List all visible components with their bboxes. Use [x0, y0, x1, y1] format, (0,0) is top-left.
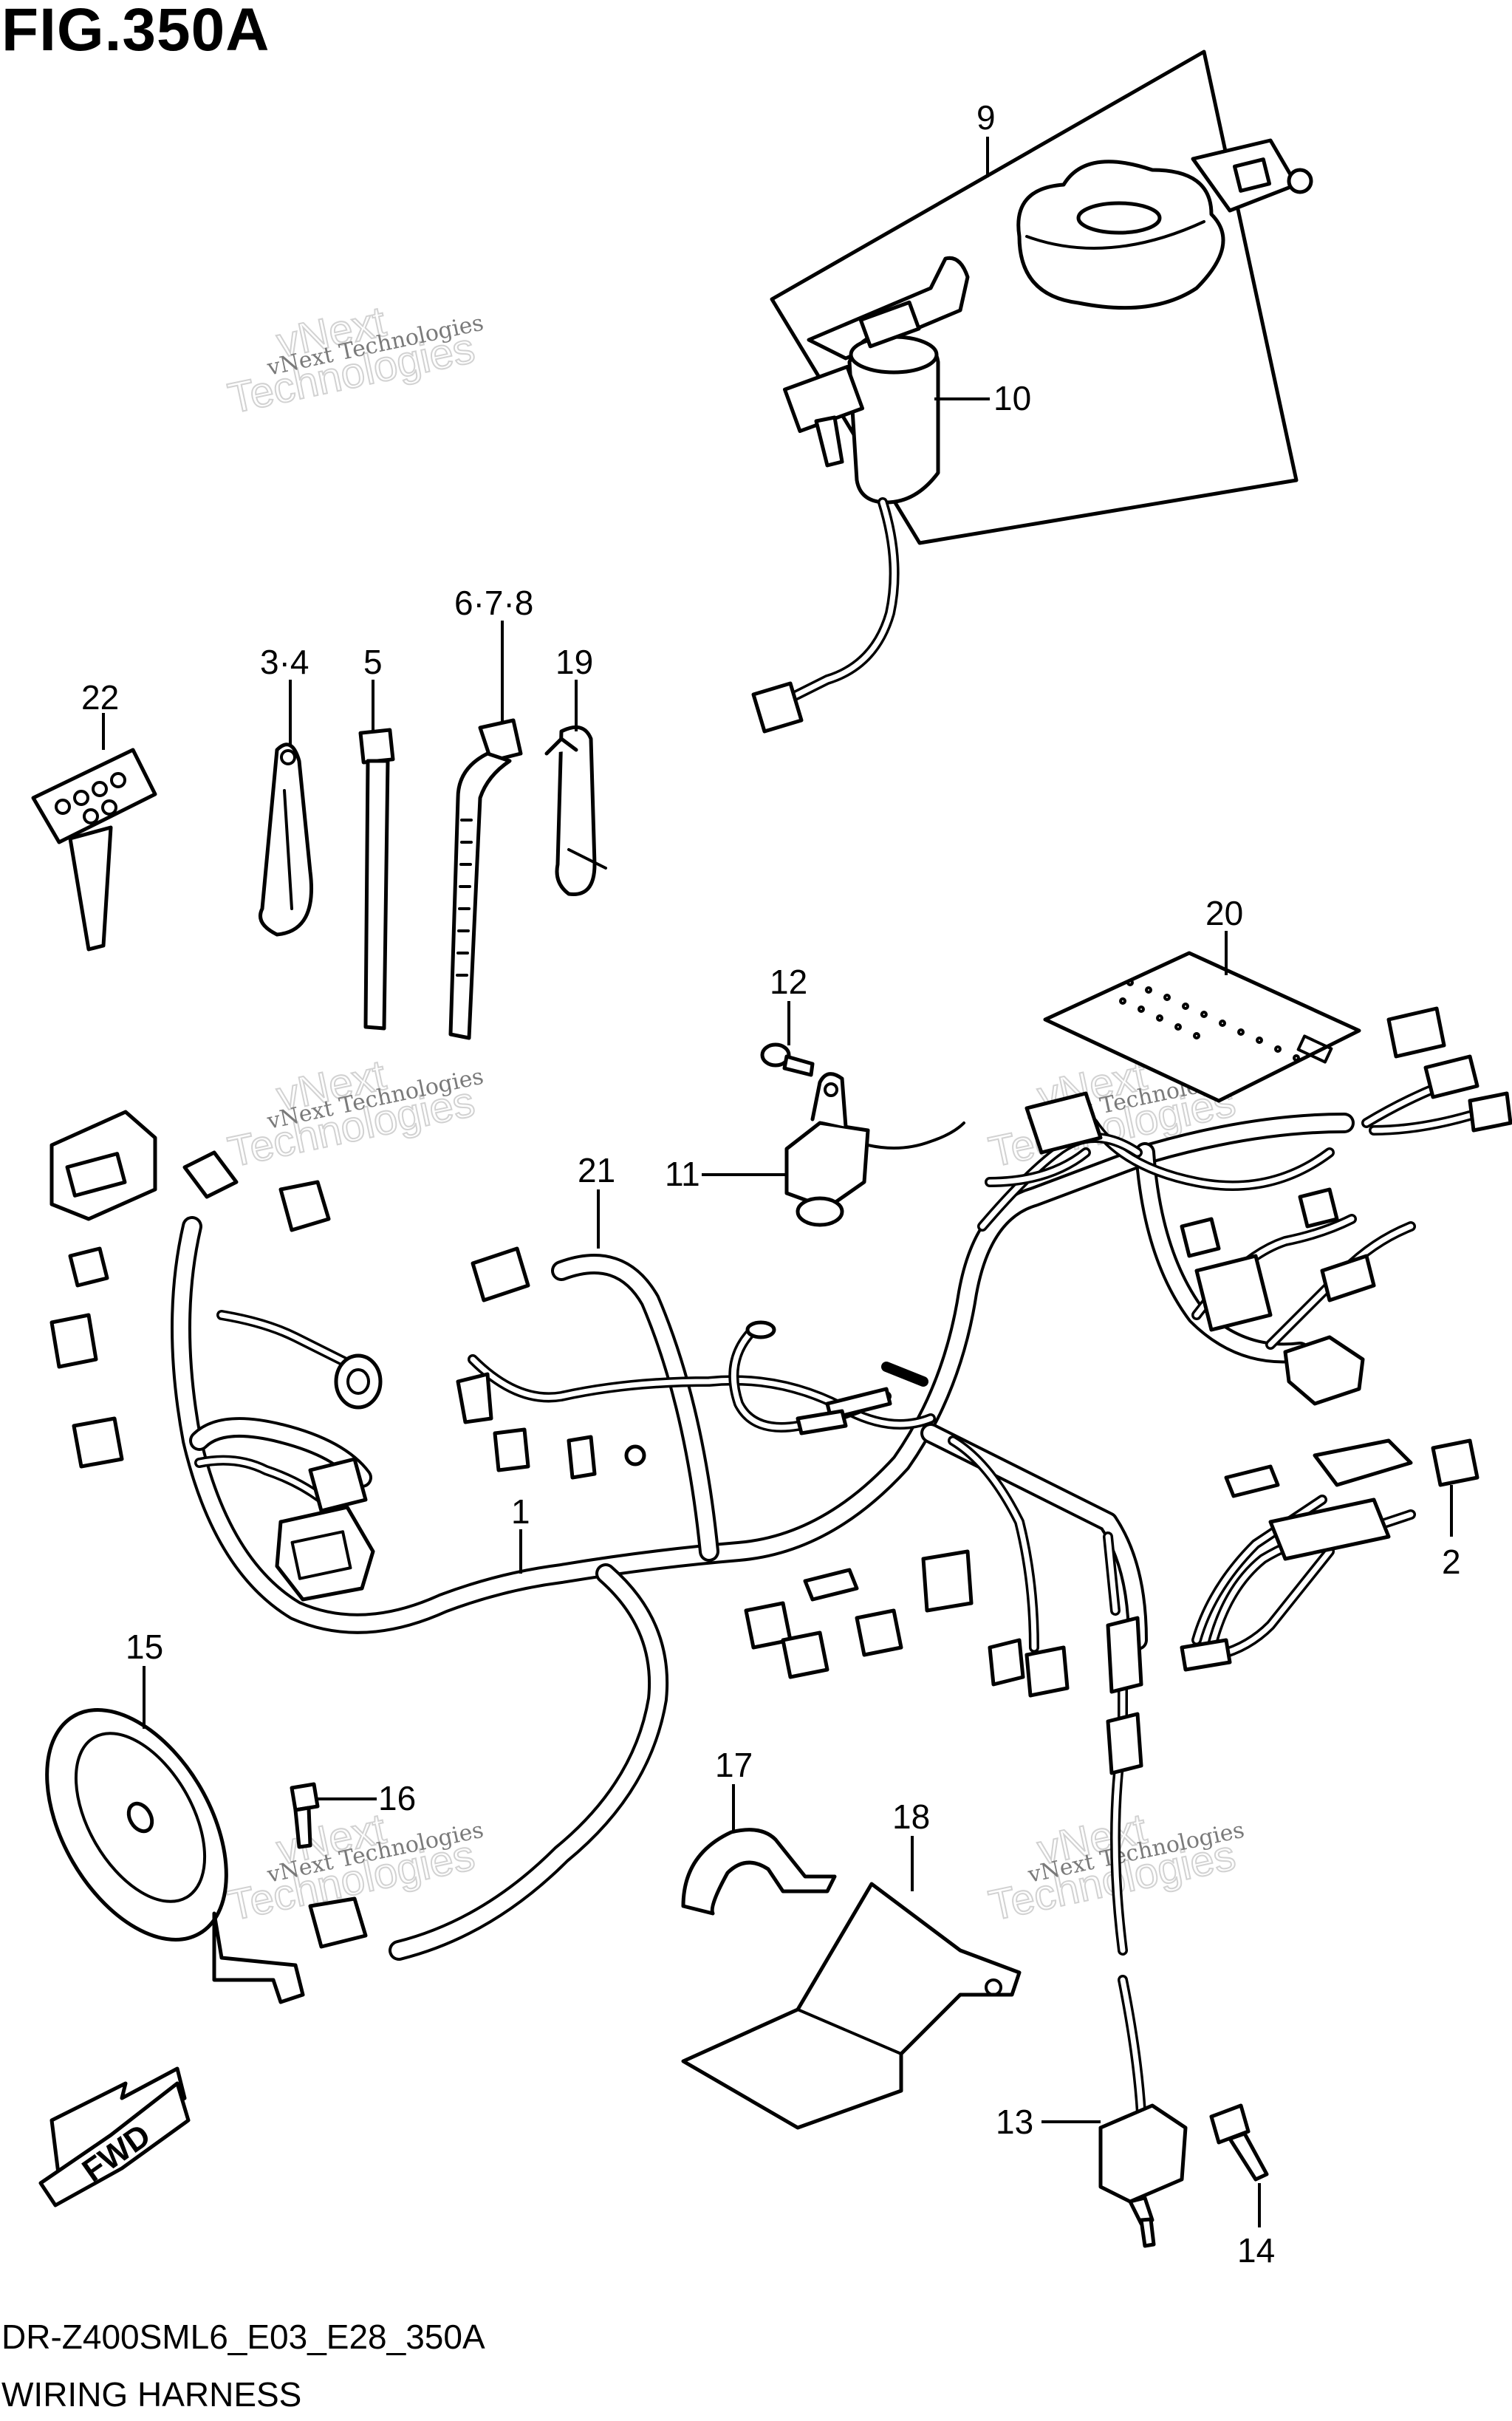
callout-16: 16 [378, 1779, 416, 1817]
bolt-16 [290, 1782, 320, 1849]
callout-20: 20 [1205, 894, 1243, 932]
coupler-t [1106, 1616, 1143, 1694]
coupler-af [1268, 1498, 1391, 1561]
harness-connectors [49, 1006, 1512, 1775]
coupler-w [1194, 1254, 1273, 1332]
grommet [334, 1353, 383, 1410]
coupler-p [855, 1608, 903, 1657]
key-tag [858, 300, 921, 349]
bolt-14 [1209, 2103, 1269, 2182]
switch-11 [784, 1072, 965, 1227]
coupler-q [921, 1549, 974, 1613]
callout-9: 9 [976, 98, 996, 137]
cable-tie-5 [358, 728, 395, 1031]
coupler-ah [1106, 1712, 1143, 1775]
coupler-aa [1386, 1006, 1446, 1059]
callout-14: 14 [1237, 2231, 1275, 2270]
callout-18: 18 [892, 1797, 930, 1836]
screw-12 [760, 1042, 815, 1077]
coupler-r [988, 1638, 1025, 1687]
coupler-b [182, 1150, 239, 1199]
callout-12: 12 [770, 963, 807, 1001]
clip-17 [681, 1828, 837, 1916]
coupler-s [1024, 1645, 1070, 1698]
fwd-direction-badge: FWD [38, 2066, 191, 2207]
callout-2: 2 [1442, 1543, 1461, 1581]
key-blank [31, 748, 157, 952]
figure-code: DR-Z400SML6_E03_E28_350A [1, 2318, 485, 2356]
cap-rim [1025, 220, 1205, 250]
callout-19: 19 [555, 643, 593, 681]
callout-1: 1 [511, 1492, 530, 1531]
coupler-o [803, 1568, 859, 1602]
fuel-cap-lock [1016, 160, 1225, 310]
callout-15: 15 [126, 1628, 163, 1666]
callout-labels: 9 10 22 3·4 5 6·7·8 19 20 12 11 21 1 2 1… [81, 98, 1461, 2270]
switch-top [849, 335, 939, 375]
coupler-v [1180, 1217, 1221, 1258]
coupler-y [1320, 1254, 1376, 1302]
coupler-z [1283, 1335, 1365, 1406]
callout-11: 11 [665, 1155, 700, 1193]
coupler-e [49, 1313, 98, 1369]
coupler-g [308, 1457, 368, 1513]
callout-10: 10 [993, 379, 1031, 417]
coupler-ad [1224, 1464, 1280, 1498]
coupler-d [68, 1246, 109, 1288]
sensor-13 [1098, 2103, 1188, 2248]
callout-5: 5 [363, 643, 383, 681]
ignition-set-outline [770, 49, 1299, 545]
coupler-c [278, 1180, 331, 1232]
bullet-connector-c [796, 1409, 848, 1435]
callout-22: 22 [81, 678, 119, 717]
coupler-ae [1313, 1438, 1413, 1487]
cap-keyhole [1076, 201, 1162, 235]
watermark-1: vNext Technologies vNext Technologies [223, 297, 485, 424]
callout-17: 17 [715, 1746, 753, 1784]
figure-title: FIG.350A [1, 0, 270, 64]
coupler-h [275, 1505, 375, 1602]
coupler-j [456, 1372, 493, 1424]
ignition-cable [751, 497, 900, 734]
callout-6-7-8: 6·7·8 [454, 584, 533, 622]
coupler-ag [1180, 1638, 1232, 1672]
key-cover-eye [1287, 168, 1313, 194]
horn-connector [308, 1896, 368, 1949]
figure-name: WIRING HARNESS [1, 2375, 302, 2414]
callout-21: 21 [578, 1151, 615, 1189]
clamp-3-4 [259, 742, 314, 937]
ignition-switch-set [770, 49, 1313, 545]
clamp-19 [544, 725, 607, 896]
coupler-f [72, 1416, 124, 1469]
cable-tie-6-7-8 [448, 718, 523, 1040]
ignition-key-blade [814, 415, 844, 468]
coupler-ab [1423, 1054, 1479, 1099]
watermarks: vNext Technologies vNext Technologies vN… [223, 297, 1246, 1931]
bullet-connector-a [745, 1320, 776, 1339]
watermark-3: vNext Technologies vNext Technologies [223, 1051, 485, 1178]
callout-leaders [102, 137, 1453, 2227]
coupler-u [1024, 1091, 1103, 1155]
bracket-18 [681, 1882, 1022, 2130]
coupler-l [567, 1435, 597, 1480]
coupler-n [781, 1630, 829, 1679]
callout-13: 13 [996, 2103, 1033, 2141]
ignition-connector [751, 681, 804, 734]
info-sheet-20 [1043, 951, 1361, 1103]
key-cover-slot [1232, 157, 1272, 193]
coupler-k [493, 1427, 530, 1472]
coupler-i [471, 1246, 530, 1302]
horn-15 [45, 1708, 368, 2004]
coupler-x [1298, 1187, 1339, 1229]
coupler-ac [1468, 1091, 1512, 1133]
callout-3-4: 3·4 [260, 643, 309, 681]
fuse-2 [1431, 1438, 1479, 1487]
